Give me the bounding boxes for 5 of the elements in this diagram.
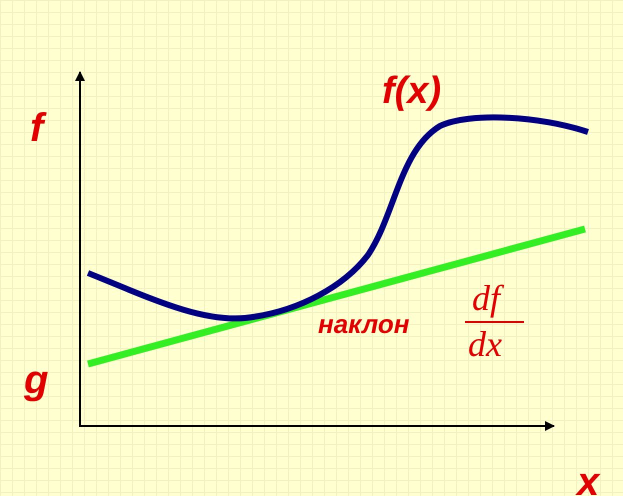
fraction-denominator: dx: [468, 326, 502, 362]
slope-label: наклон: [318, 311, 410, 337]
intercept-label: g: [24, 360, 48, 400]
curve-label: f(x): [382, 72, 442, 110]
axis-label: x: [577, 462, 600, 496]
